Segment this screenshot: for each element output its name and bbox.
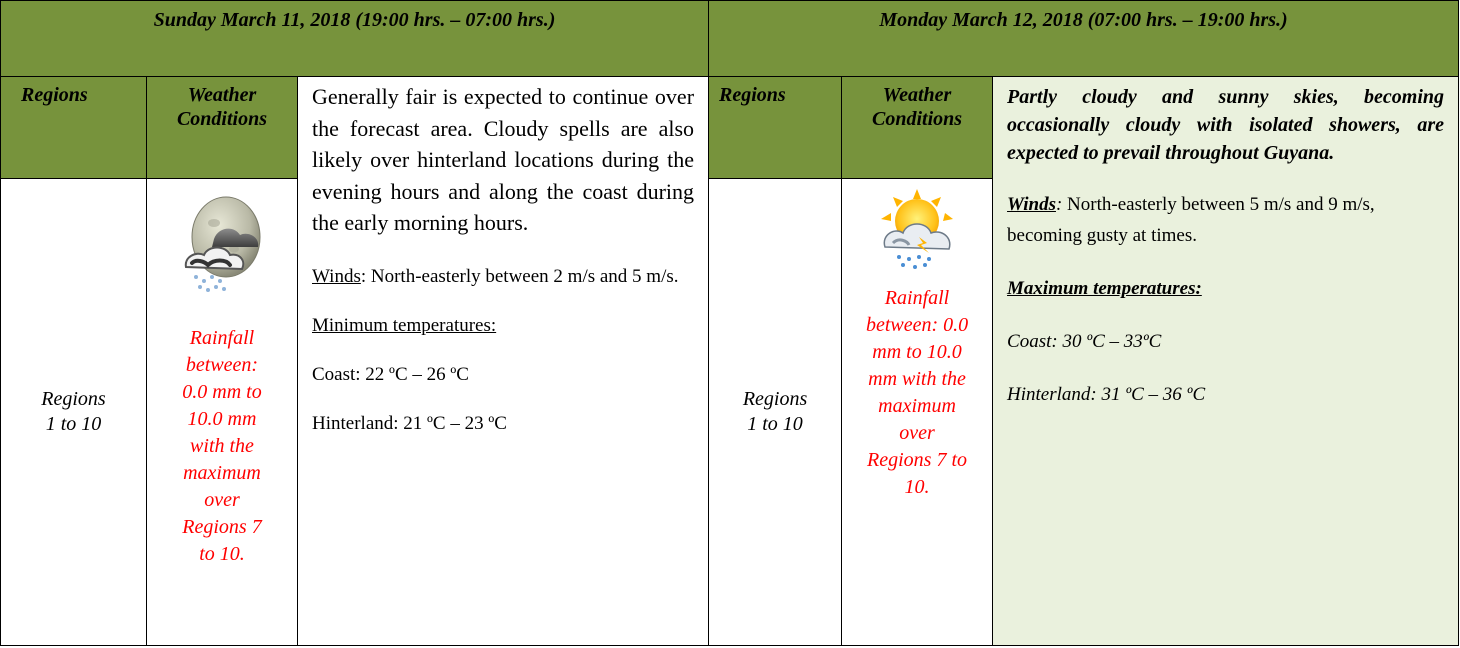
right-regions-value: Regions 1 to 10 [708,178,843,646]
right-winds-label: Winds [1007,194,1056,215]
right-winds: Winds: North-easterly between 5 m/s and … [1007,194,1375,246]
left-regions-value: Regions 1 to 10 [0,178,147,646]
left-winds-text: : North-easterly between 2 m/s and 5 m/s… [360,265,679,287]
left-rainfall-text: Rainfall between: 0.0 mm to 10.0 mm with… [182,327,262,565]
right-conditions-header: Weather Conditions [841,76,994,179]
right-forecast-text: Partly cloudy and sunny skies, becoming … [1007,86,1445,164]
left-conditions-header: Weather Conditions [146,76,298,179]
left-day-title: Sunday March 11, 2018 (19:00 hrs. – 07:0… [0,0,710,77]
right-regions-header: Regions [708,76,843,179]
sun-cloud-rain-icon [881,189,954,269]
right-day-title: Monday March 12, 2018 (07:00 hrs. – 19:0… [708,0,1460,77]
right-winds-text: North-easterly between 5 m/s and 9 m/s, … [1007,194,1375,246]
left-winds-label: Winds [312,265,361,287]
left-forecast-text: Generally fair is expected to continue o… [312,84,695,235]
left-forecast-cell: Generally fair is expected to continue o… [296,76,710,646]
left-conditions-cell: Rainfall between: 0.0 mm to 10.0 mm with… [146,178,298,646]
right-conditions-cell: Rainfall between: 0.0 mm to 10.0 mm with… [841,178,994,646]
right-hinterland-temp: Hinterland: 31 ºC – 36 ºC [1007,384,1206,405]
right-forecast-cell: Partly cloudy and sunny skies, becoming … [992,76,1460,646]
left-coast-temp: Coast: 22 ºC – 26 ºC [312,363,469,385]
moon-cloud-rain-icon [184,196,261,292]
left-hinterland-temp: Hinterland: 21 ºC – 23 ºC [312,412,507,434]
right-coast-temp: Coast: 30 ºC – 33ºC [1007,331,1162,352]
left-regions-header: Regions [0,76,147,179]
right-rainfall-text: Rainfall between: 0.0 mm to 10.0 mm with… [865,287,969,498]
left-winds: Winds: North-easterly between 2 m/s and … [312,261,694,292]
right-temp-label: Maximum temperatures: [1007,278,1202,299]
left-temp-label: Minimum temperatures: [312,314,497,336]
